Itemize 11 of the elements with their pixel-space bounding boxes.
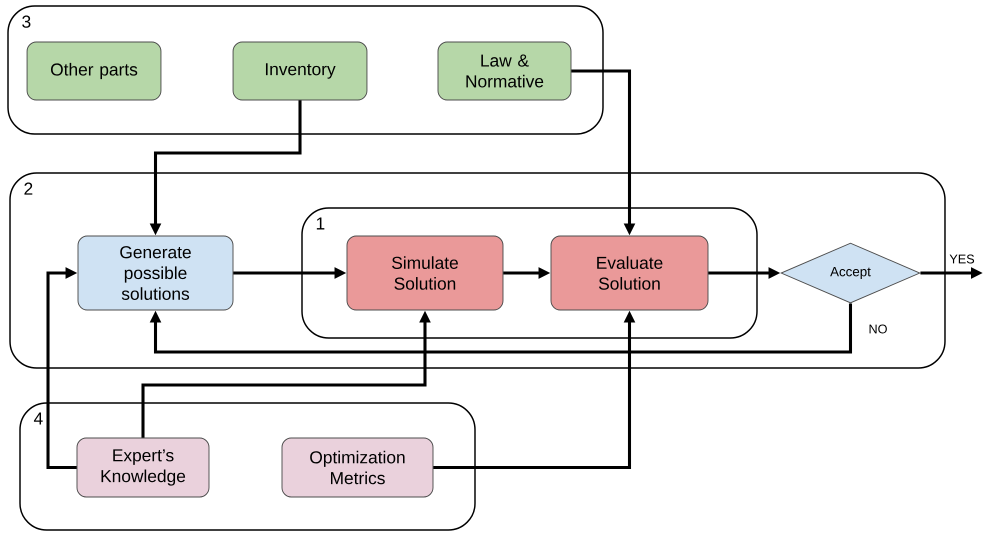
process-box: Simulate Solution [346,236,504,310]
process-box: Evaluate Solution [550,236,708,310]
edge-label: NO [870,324,887,334]
process-box: Other parts [26,42,162,100]
edge-label: YES [950,254,974,264]
process-box: Law & Normative [438,42,572,100]
process-box: Expert’s Knowledge [76,438,210,498]
process-box: Inventory [232,42,368,100]
process-box: Optimization Metrics [282,438,434,498]
process-box: Generate possible solutions [78,236,234,310]
arrow [150,303,852,354]
